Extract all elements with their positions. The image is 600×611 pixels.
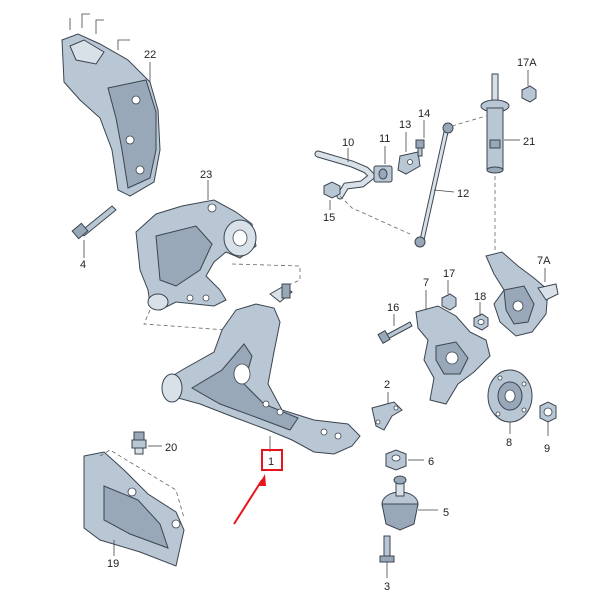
callout-18: 18 [474, 291, 486, 303]
callout-21: 21 [523, 136, 535, 148]
wheel-bearing-housing-7 [415, 305, 491, 405]
callout-22: 22 [144, 49, 156, 61]
highlight-box [261, 449, 283, 471]
bolt-part-14 [415, 139, 425, 157]
callout-1: 1 [268, 456, 274, 468]
ball-joint-part [381, 475, 419, 531]
strut-part [480, 73, 510, 174]
clamp-part [397, 151, 421, 175]
callout-2: 2 [384, 379, 390, 391]
callout-3: 3 [384, 581, 390, 593]
stabilizer-bar-part [314, 150, 378, 200]
callout-16: 16 [387, 302, 399, 314]
callout-9: 9 [544, 443, 550, 455]
callout-12: 12 [457, 188, 469, 200]
callout-10: 10 [342, 137, 354, 149]
nut-part-15 [323, 181, 341, 199]
callout-4: 4 [80, 259, 86, 271]
callout-17a: 17A [517, 57, 537, 69]
callout-11: 11 [379, 133, 390, 145]
wheel-hub-part [487, 369, 533, 423]
nut-part-6 [385, 449, 407, 471]
callout-17: 17 [443, 268, 455, 280]
lower-control-arm-part [161, 283, 361, 455]
callout-20: 20 [165, 442, 177, 454]
callout-7a: 7A [537, 255, 551, 267]
small-bracket-part-2 [371, 401, 403, 431]
callout-7: 7 [423, 277, 429, 289]
wheel-bearing-housing-7a [485, 251, 559, 337]
highlight-arrow [233, 474, 266, 525]
coupling-rod-part [414, 122, 454, 248]
nut-part-17 [441, 293, 457, 311]
nut-part-18 [473, 313, 489, 331]
nut-part-17a [521, 85, 537, 103]
hub-nut-part [539, 401, 557, 423]
bolt-part-4 [71, 205, 117, 240]
subframe-bracket-part [61, 13, 161, 197]
stud-part-20 [131, 431, 147, 455]
rear-mount-bracket-part [135, 199, 257, 311]
callout-19: 19 [107, 558, 119, 570]
callout-23: 23 [200, 169, 212, 181]
bushing-part [373, 165, 393, 183]
callout-14: 14 [418, 108, 430, 120]
callout-15: 15 [323, 212, 335, 224]
bracket-plate-part-19 [83, 451, 185, 567]
bolt-part-3 [379, 535, 395, 563]
callout-13: 13 [399, 119, 411, 131]
callout-8: 8 [506, 437, 512, 449]
callout-6: 6 [428, 456, 434, 468]
callout-5: 5 [443, 507, 449, 519]
bolt-part-16 [377, 321, 413, 345]
